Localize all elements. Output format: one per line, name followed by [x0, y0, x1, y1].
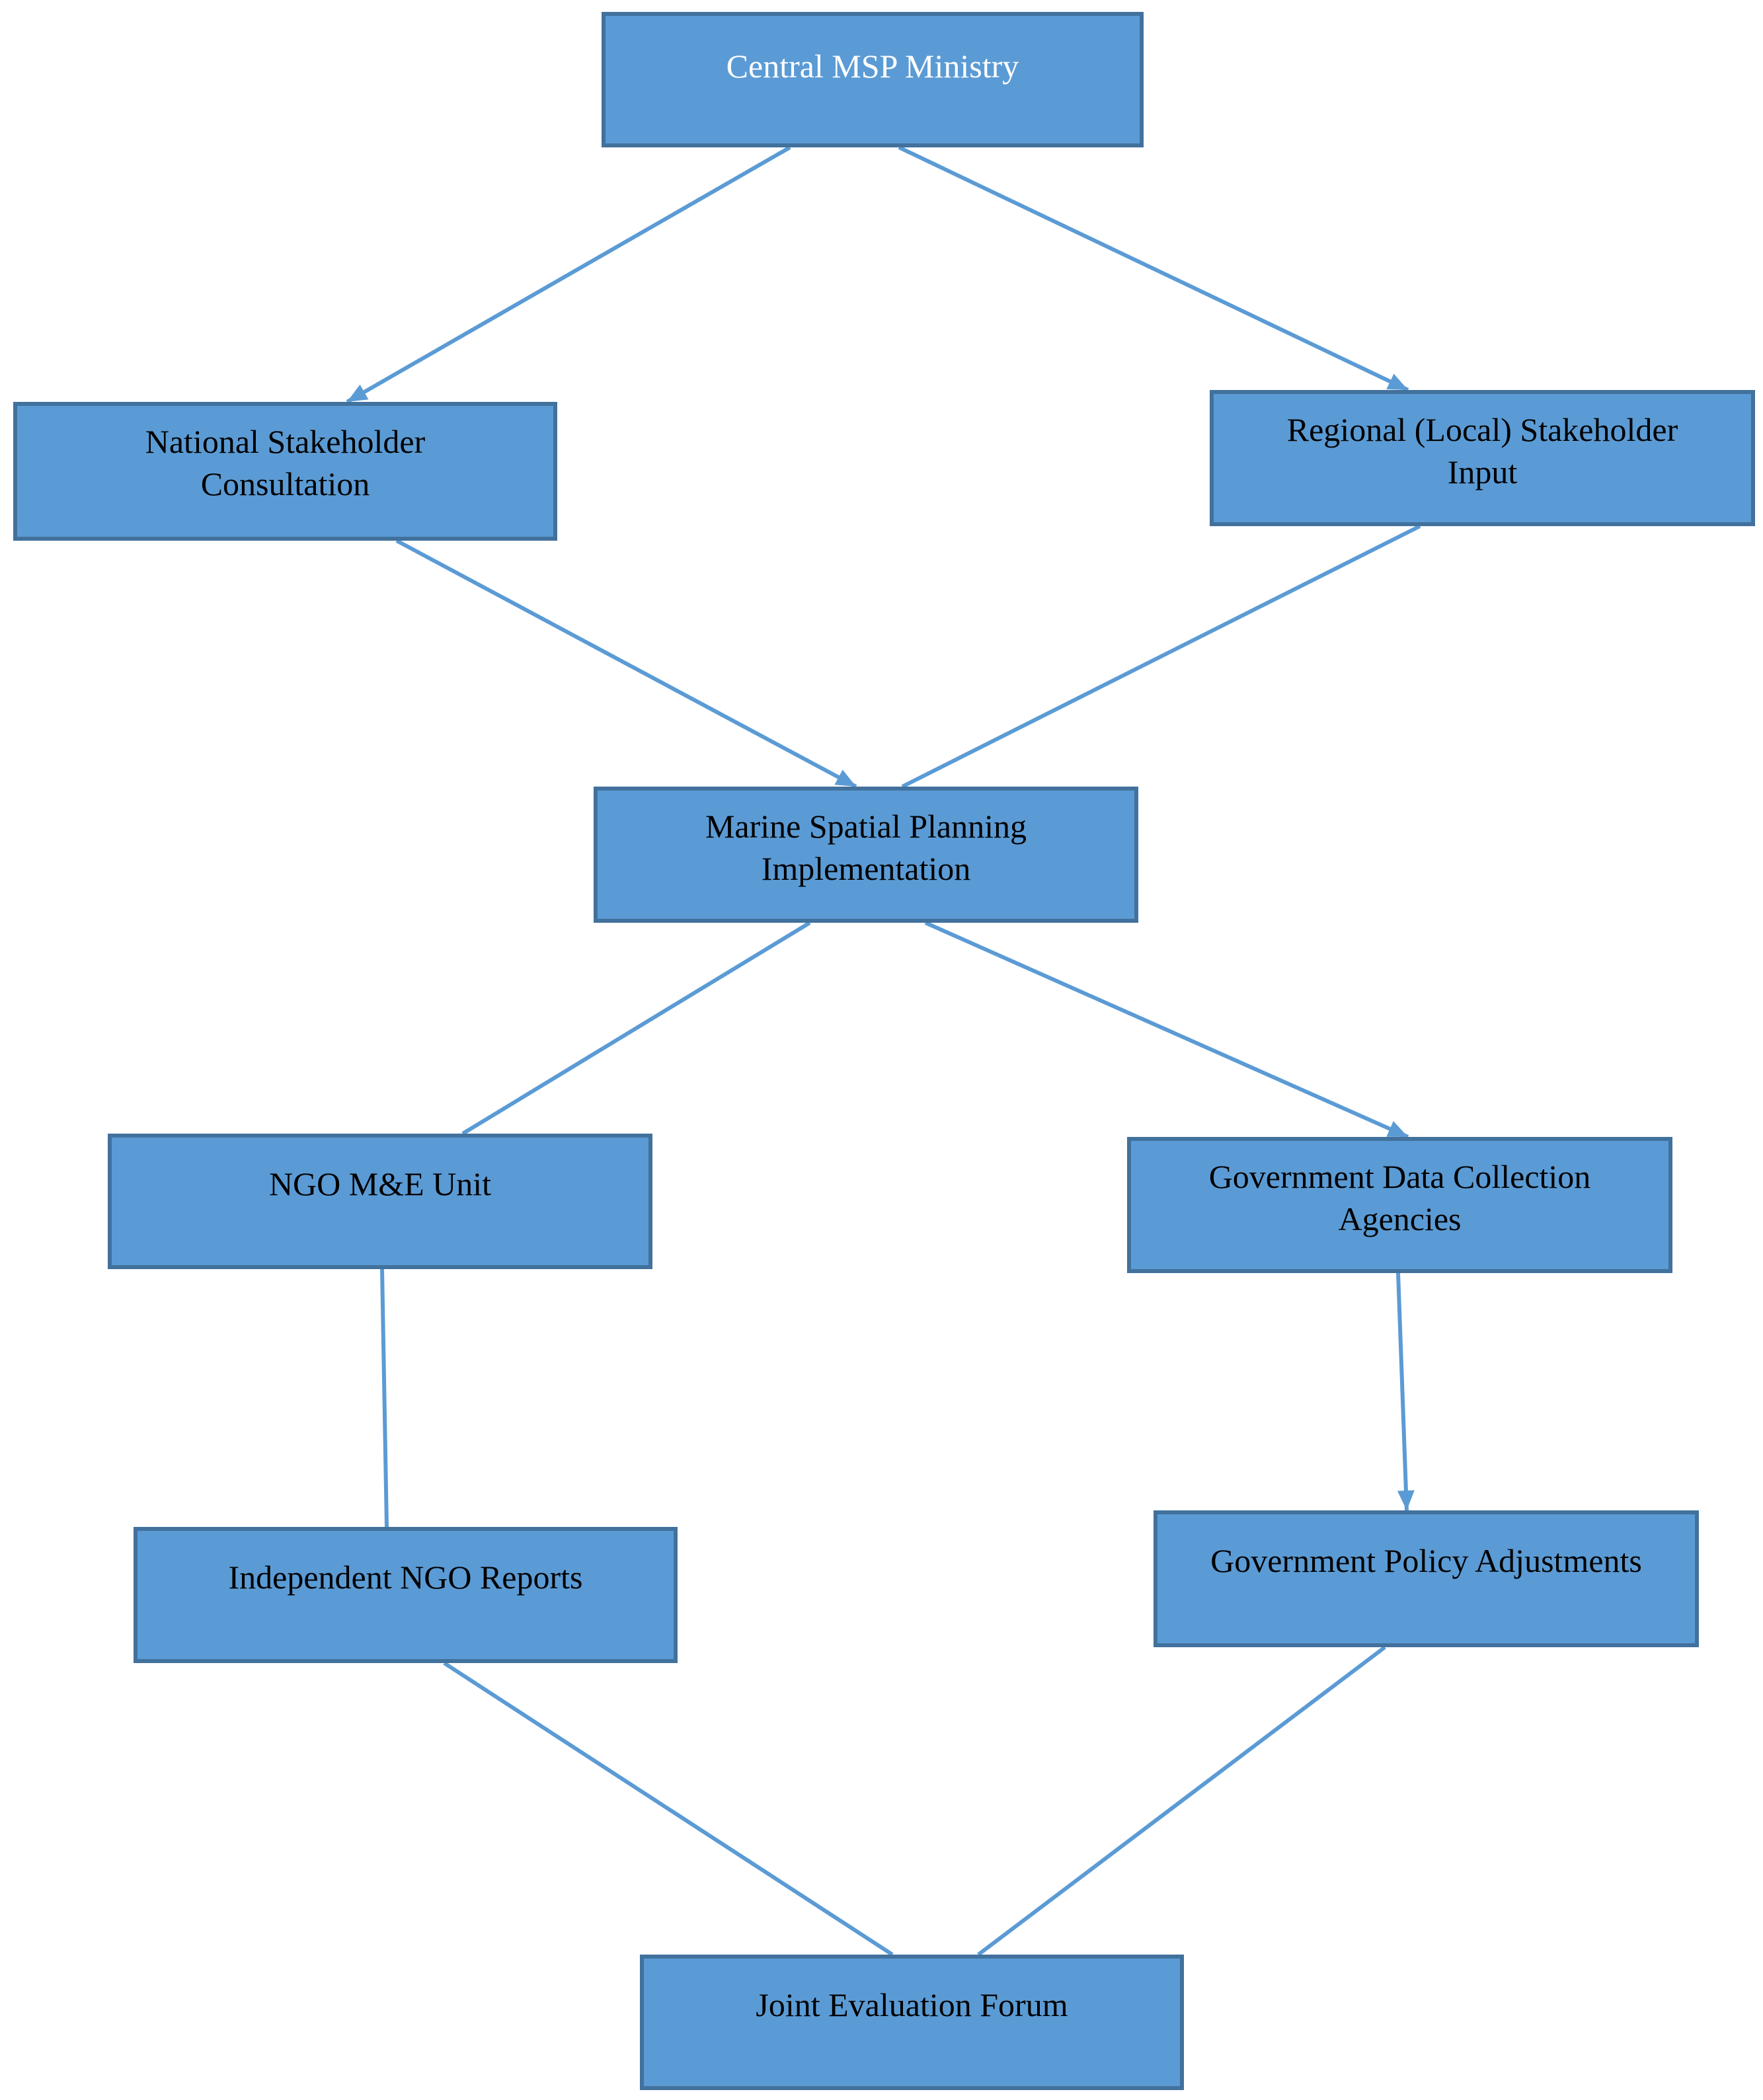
arrowhead-icon [834, 769, 856, 787]
node-ngo-me-unit: NGO M&E Unit [108, 1134, 652, 1269]
node-label: Government Policy Adjustments [1210, 1542, 1642, 1579]
node-central-msp-ministry: Central MSP Ministry [602, 12, 1144, 147]
node-independent-ngo-reports: Independent NGO Reports [134, 1527, 678, 1663]
node-label: National Stakeholder Consultation [145, 423, 426, 502]
edge-regional-stakeholder-input-to-msp-implementation [901, 524, 1421, 789]
node-label: Regional (Local) Stakeholder Input [1286, 411, 1678, 490]
node-gov-policy-adjustments: Government Policy Adjustments [1154, 1510, 1699, 1647]
edge-central-msp-ministry-to-regional-stakeholder-input [898, 145, 1409, 392]
edge-msp-implementation-to-ngo-me-unit [461, 921, 811, 1136]
node-msp-implementation: Marine Spatial Planning Implementation [594, 787, 1138, 923]
node-label: Independent NGO Reports [228, 1559, 583, 1596]
edge-central-msp-ministry-to-national-stakeholder-consultation [346, 145, 791, 404]
node-gov-data-collection: Government Data Collection Agencies [1127, 1137, 1672, 1273]
node-label: Marine Spatial Planning Implementation [705, 808, 1027, 887]
edge-gov-policy-adjustments-to-joint-evaluation-forum [977, 1645, 1386, 1957]
edge-ngo-me-unit-to-independent-ngo-reports [380, 1268, 389, 1528]
node-label: NGO M&E Unit [268, 1165, 492, 1202]
arrowhead-icon [1386, 1120, 1408, 1137]
node-label: Central MSP Ministry [726, 48, 1019, 85]
arrowhead-icon [1386, 373, 1408, 390]
edge-independent-ngo-reports-to-joint-evaluation-forum [443, 1661, 894, 1957]
edge-msp-implementation-to-gov-data-collection [924, 921, 1409, 1139]
node-label: Joint Evaluation Forum [756, 1986, 1068, 2023]
node-regional-stakeholder-input: Regional (Local) Stakeholder Input [1210, 390, 1755, 526]
node-joint-evaluation-forum: Joint Evaluation Forum [640, 1955, 1184, 2090]
arrowhead-icon [1397, 1490, 1415, 1510]
edge-gov-data-collection-to-gov-policy-adjustments [1396, 1272, 1409, 1511]
node-national-stakeholder-consultation: National Stakeholder Consultation [13, 402, 557, 541]
node-label: Government Data Collection Agencies [1208, 1158, 1591, 1237]
edge-national-stakeholder-consultation-to-msp-implementation [395, 539, 857, 789]
arrowhead-icon [347, 384, 369, 402]
